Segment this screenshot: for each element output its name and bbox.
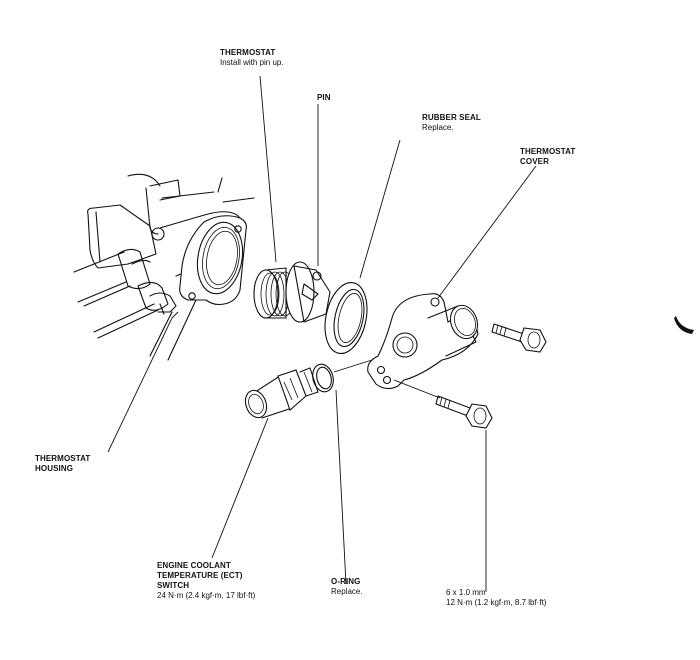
label-rubber-seal: RUBBER SEAL Replace. (422, 113, 481, 133)
thermostat-cover (367, 293, 479, 390)
label-ect-line1: ENGINE COOLANT (157, 561, 231, 570)
label-rubber-seal-note: Replace. (422, 123, 454, 132)
label-o-ring-note: Replace. (331, 587, 363, 596)
label-o-ring: O-RING Replace. (331, 577, 363, 597)
rubber-seal (324, 281, 368, 355)
label-thermostat-note: Install with pin up. (220, 58, 284, 67)
label-bolt: 6 x 1.0 mm 12 N·m (1.2 kgf·m, 8.7 lbf·ft… (446, 588, 546, 608)
stray-mark (674, 316, 694, 334)
label-bolt-size: 6 x 1.0 mm (446, 588, 486, 597)
thermostat (253, 261, 331, 323)
label-thermostat-housing: THERMOSTAT HOUSING (35, 454, 90, 474)
label-ect-line2: TEMPERATURE (ECT) (157, 571, 243, 580)
label-thermostat-housing-line2: HOUSING (35, 464, 74, 473)
label-pin-title: PIN (317, 93, 331, 102)
label-thermostat-title: THERMOSTAT (220, 48, 276, 57)
label-thermostat-cover-line1: THERMOSTAT (520, 147, 576, 156)
label-rubber-seal-title: RUBBER SEAL (422, 113, 481, 122)
label-thermostat-cover-line2: COVER (520, 157, 549, 166)
label-thermostat-housing-line1: THERMOSTAT (35, 454, 91, 463)
label-ect-switch: ENGINE COOLANT TEMPERATURE (ECT) SWITCH … (157, 561, 255, 601)
label-o-ring-title: O-RING (331, 577, 361, 586)
label-ect-torque: 24 N·m (2.4 kgf·m, 17 lbf·ft) (157, 591, 256, 600)
thermostat-housing (73, 173, 255, 361)
label-thermostat: THERMOSTAT Install with pin up. (220, 48, 284, 68)
label-pin: PIN (317, 93, 331, 103)
bolt-lower (393, 379, 493, 429)
label-bolt-torque: 12 N·m (1.2 kgf·m, 8.7 lbf·ft) (446, 598, 547, 607)
leader-lines (107, 75, 537, 592)
ect-switch (244, 367, 319, 419)
label-ect-line3: SWITCH (157, 581, 190, 590)
label-thermostat-cover: THERMOSTAT COVER (520, 147, 575, 167)
bolt-upper (491, 323, 547, 353)
o-ring (312, 359, 373, 393)
